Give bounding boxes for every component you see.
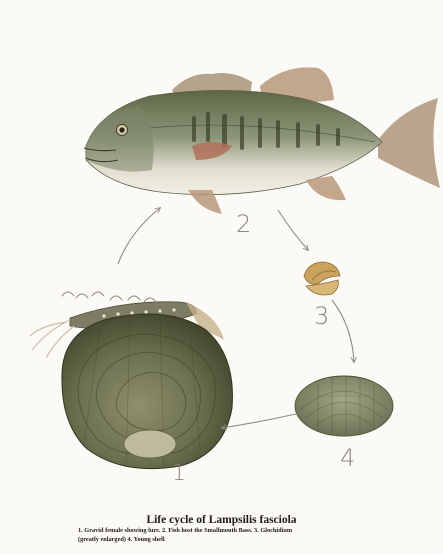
arrow-1-to-2 <box>118 208 160 264</box>
shell-umbo <box>124 430 176 458</box>
arrow-3-to-4 <box>332 300 354 362</box>
stage-number-2: 2 <box>236 210 251 238</box>
stage-number-1: 1 <box>172 461 186 486</box>
fish-head <box>86 106 154 172</box>
figure-caption: Life cycle of Lampsilis fasciola 1. Grav… <box>0 514 443 544</box>
smallmouth-bass-illustration <box>84 67 440 214</box>
stage-number-4: 4 <box>340 444 355 472</box>
lure-papillae <box>62 292 156 302</box>
caption-line-2: (greatly enlarged) 4. Young shell <box>0 536 443 544</box>
anal-fin <box>306 176 346 200</box>
stage-number-3: 3 <box>314 302 329 330</box>
gravid-female-mussel-illustration <box>30 292 232 469</box>
glochidium-illustration <box>304 262 340 295</box>
caption-title: Life cycle of Lampsilis fasciola <box>0 514 443 526</box>
arrow-4-to-1 <box>222 414 296 428</box>
tail-fin <box>378 98 440 188</box>
young-shell-illustration <box>295 376 393 436</box>
arrow-2-to-3 <box>278 210 308 250</box>
caption-line-1: 1. Gravid female showing lure. 2. Fish h… <box>0 527 443 535</box>
